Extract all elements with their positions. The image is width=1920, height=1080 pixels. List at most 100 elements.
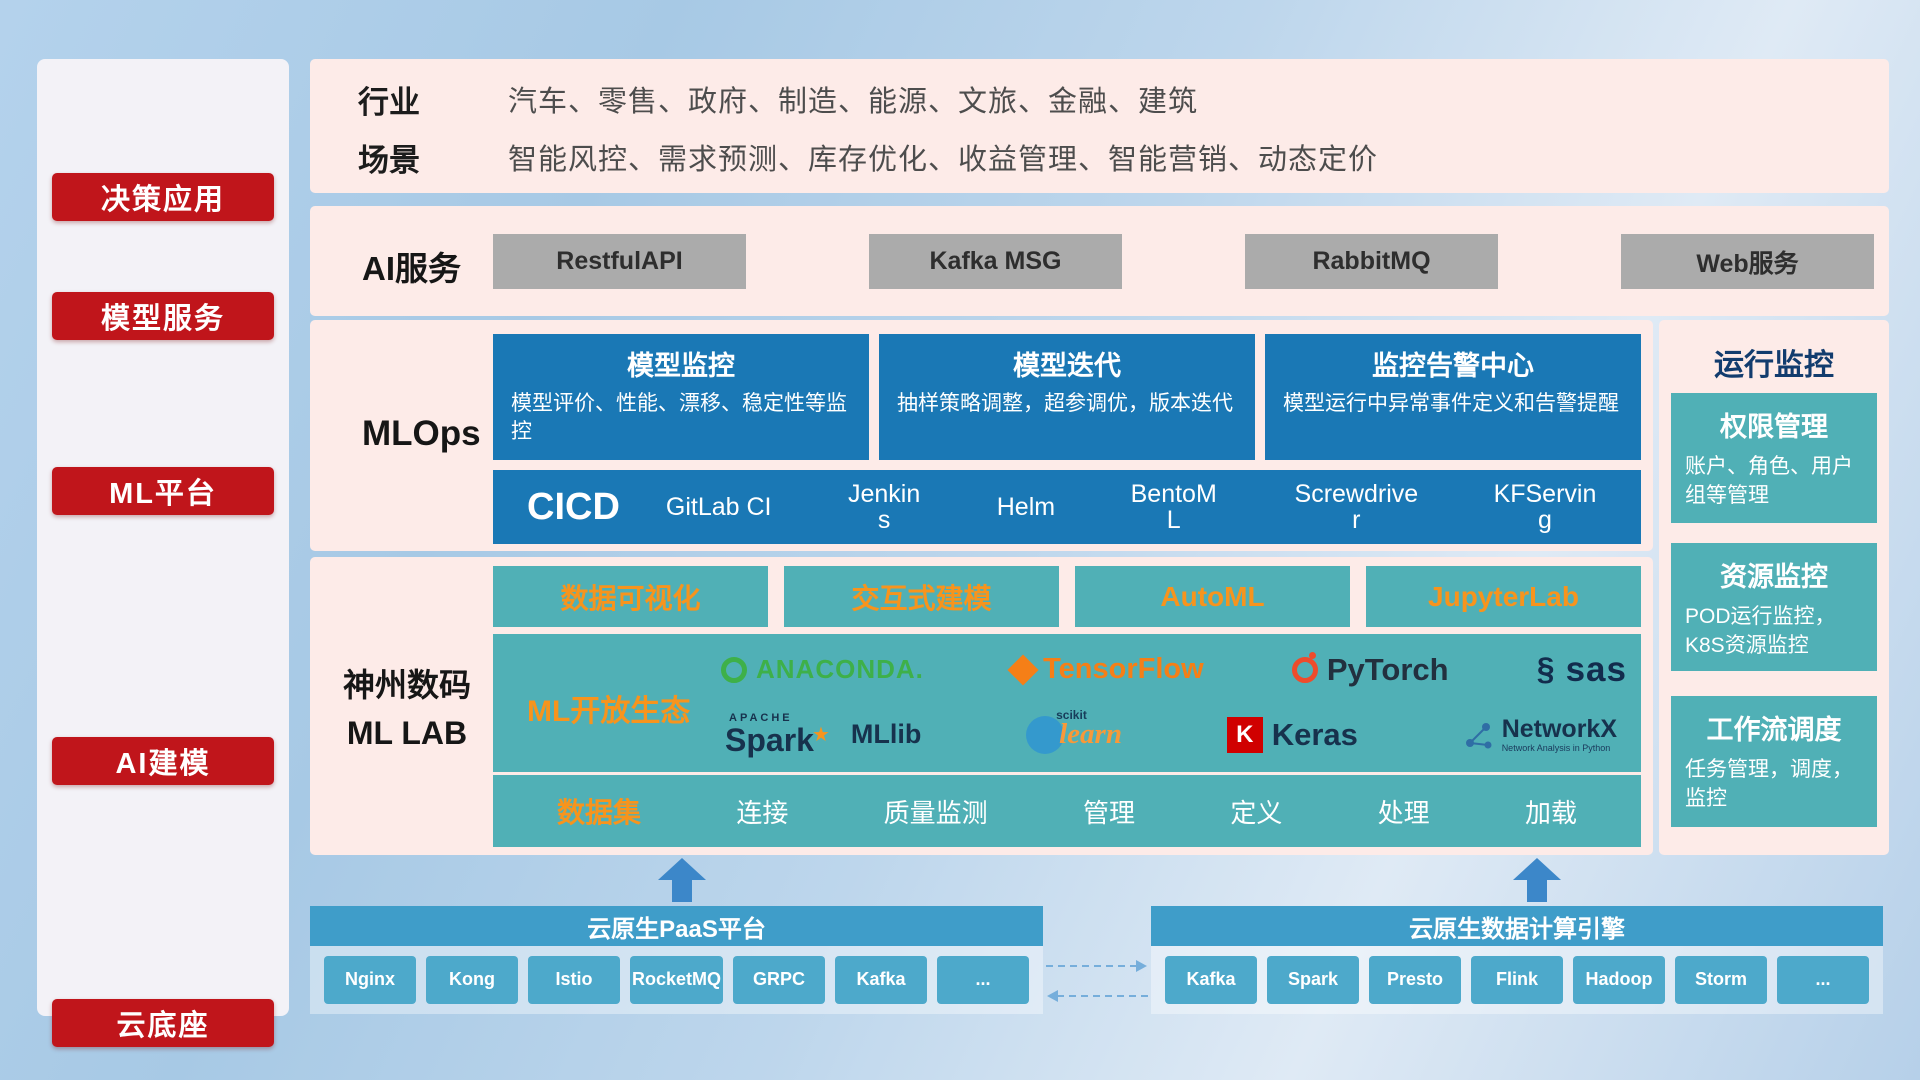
anaconda-icon — [721, 656, 747, 683]
sidebar-item-ml-platform: ML平台 — [52, 467, 274, 515]
runtime-monitoring-panel: 运行监控 权限管理 账户、角色、用户组等管理 资源监控 POD运行监控，K8S资… — [1659, 320, 1889, 855]
chip-more: ... — [1777, 956, 1869, 1004]
logo-scikit-learn: scikit learn — [1026, 708, 1122, 754]
mllab-label: 神州数码 ML LAB — [324, 661, 490, 757]
data-exchange-arrows-icon — [1046, 960, 1148, 1002]
left-layer-panel: 决策应用 模型服务 ML平台 AI建模 云底座 — [37, 59, 289, 1047]
networkx-icon — [1465, 722, 1492, 749]
chip-more: ... — [937, 956, 1030, 1004]
dataset-item-define: 定义 — [1230, 797, 1283, 828]
card-title: 资源监控 — [1720, 562, 1828, 592]
ai-service-list: RestfulAPI Kafka MSG RabbitMQ Web服务 — [493, 234, 1874, 289]
chip-grpc: GRPC — [733, 956, 826, 1004]
eco-logo-row-2: APACHE Spark MLlib scikit learn K Keras — [721, 708, 1627, 757]
chip-hadoop: Hadoop — [1573, 956, 1665, 1004]
chip-presto: Presto — [1369, 956, 1461, 1004]
cicd-tool-list: GitLab CI Jenkins Helm BentoML Screwdriv… — [628, 481, 1641, 534]
spark-stack: APACHE Spark — [725, 712, 832, 757]
scikit-label: scikit — [1056, 707, 1087, 722]
up-arrow-icon — [658, 858, 706, 902]
tool-screwdriver: Screwdriver — [1294, 479, 1419, 534]
service-rabbitmq: RabbitMQ — [1245, 234, 1498, 289]
card-desc: 模型运行中异常事件定义和告警提醒 — [1283, 392, 1619, 415]
mllib-label: MLlib — [850, 719, 922, 750]
chip-nginx: Nginx — [324, 956, 416, 1004]
sidebar-item-decision-apps: 决策应用 — [52, 173, 274, 221]
card-desc: 抽样策略调整，超参调优，版本迭代 — [897, 392, 1233, 415]
paas-platform-header: 云原生PaaS平台 — [310, 906, 1043, 946]
scenario-row: 场景 智能风控、需求预测、库存优化、收益管理、智能营销、动态定价 — [358, 131, 1889, 183]
scenario-value: 智能风控、需求预测、库存优化、收益管理、智能营销、动态定价 — [508, 144, 1379, 176]
service-web: Web服务 — [1621, 234, 1874, 289]
chip-flink: Flink — [1471, 956, 1563, 1004]
ai-service-band: AI服务 RestfulAPI Kafka MSG RabbitMQ Web服务 — [310, 206, 1889, 316]
logo-keras: K Keras — [1226, 716, 1358, 753]
networkx-subtitle: Network Analysis in Python — [1501, 742, 1611, 753]
dataset-title: 数据集 — [557, 797, 642, 828]
sidebar-item-cloud-base: 云底座 — [52, 999, 274, 1047]
industry-scenario-band: 行业 汽车、零售、政府、制造、能源、文旅、金融、建筑 场景 智能风控、需求预测、… — [310, 59, 1889, 193]
cicd-bar: CICD GitLab CI Jenkins Helm BentoML Scre… — [493, 470, 1641, 544]
ml-ecosystem-panel: ML开放生态 ANACONDA. TensorFlow PyTorch — [493, 634, 1641, 772]
networkx-stack: NetworkX Network Analysis in Python — [1502, 716, 1617, 753]
card-alert-center: 监控告警中心 模型运行中异常事件定义和告警提醒 — [1265, 334, 1641, 460]
card-desc: 任务管理，调度，监控 — [1685, 758, 1853, 811]
sidebar-item-ai-modeling: AI建模 — [52, 737, 274, 785]
mllab-module-row: 数据可视化 交互式建模 AutoML JupyterLab — [493, 566, 1641, 627]
industry-label: 行业 — [358, 84, 420, 120]
monitoring-title: 运行监控 — [1714, 349, 1834, 382]
spark-label: Spark — [725, 724, 832, 756]
card-desc: 模型评价、性能、漂移、稳定性等监控 — [511, 392, 847, 444]
keras-icon: K — [1226, 716, 1263, 753]
module-automl: AutoML — [1075, 566, 1350, 627]
mlops-label: MLOps — [362, 414, 481, 453]
card-model-monitoring: 模型监控 模型评价、性能、漂移、稳定性等监控 — [493, 334, 869, 460]
mllab-band: 神州数码 ML LAB 数据可视化 交互式建模 AutoML JupyterLa… — [310, 557, 1653, 855]
mlops-band: MLOps 模型监控 模型评价、性能、漂移、稳定性等监控 模型迭代 抽样策略调整… — [310, 320, 1653, 551]
mllab-label-line1: 神州数码 — [342, 667, 471, 703]
scenario-label: 场景 — [358, 142, 420, 178]
dataset-item-quality: 质量监测 — [883, 797, 988, 828]
service-kafka-msg: Kafka MSG — [869, 234, 1122, 289]
engine-chip-strip: Kafka Spark Presto Flink Hadoop Storm ..… — [1151, 946, 1883, 1014]
logo-apache-spark: APACHE Spark MLlib — [725, 712, 922, 757]
networkx-label: NetworkX — [1501, 715, 1617, 744]
eco-title: ML开放生态 — [527, 695, 691, 728]
eco-logo-grid: ANACONDA. TensorFlow PyTorch sas — [721, 638, 1627, 768]
card-title: 监控告警中心 — [1372, 351, 1534, 381]
card-title: 模型迭代 — [1013, 351, 1121, 381]
card-title: 权限管理 — [1720, 412, 1828, 442]
sidebar-item-model-service: 模型服务 — [52, 292, 274, 340]
dataset-item-connect: 连接 — [736, 797, 789, 828]
learn-label: learn — [1059, 718, 1122, 751]
chip-kafka: Kafka — [1165, 956, 1257, 1004]
card-permission-management: 权限管理 账户、角色、用户组等管理 — [1671, 393, 1877, 523]
industry-row: 行业 汽车、零售、政府、制造、能源、文旅、金融、建筑 — [358, 73, 1889, 125]
logo-pytorch: PyTorch — [1291, 651, 1449, 688]
dataset-item-process: 处理 — [1377, 797, 1430, 828]
tool-jenkins: Jenkins — [847, 479, 921, 534]
anaconda-label: ANACONDA. — [756, 654, 924, 685]
logo-networkx: NetworkX Network Analysis in Python — [1463, 716, 1617, 753]
chip-storm: Storm — [1675, 956, 1767, 1004]
chip-kafka: Kafka — [835, 956, 928, 1004]
card-workflow-scheduling: 工作流调度 任务管理，调度，监控 — [1671, 696, 1877, 827]
up-arrow-icon — [1513, 858, 1561, 902]
logo-tensorflow: TensorFlow — [1007, 653, 1204, 686]
card-resource-monitoring: 资源监控 POD运行监控，K8S资源监控 — [1671, 543, 1877, 671]
logo-anaconda: ANACONDA. — [721, 654, 924, 685]
service-restfulapi: RestfulAPI — [493, 234, 746, 289]
dataset-bar: 数据集 连接 质量监测 管理 定义 处理 加载 — [493, 775, 1641, 847]
pytorch-label: PyTorch — [1326, 651, 1449, 687]
sas-label: sas — [1565, 649, 1627, 689]
cicd-title: CICD — [527, 485, 620, 528]
chip-istio: Istio — [528, 956, 620, 1004]
tool-kfserving: KFServing — [1493, 479, 1597, 534]
tensorflow-icon — [1007, 654, 1039, 686]
card-desc: 账户、角色、用户组等管理 — [1685, 455, 1853, 508]
tensorflow-label: TensorFlow — [1043, 653, 1204, 686]
tool-bentoml: BentoML — [1130, 479, 1217, 534]
apache-label: APACHE — [729, 712, 793, 725]
paas-chip-strip: Nginx Kong Istio RocketMQ GRPC Kafka ... — [310, 946, 1043, 1014]
